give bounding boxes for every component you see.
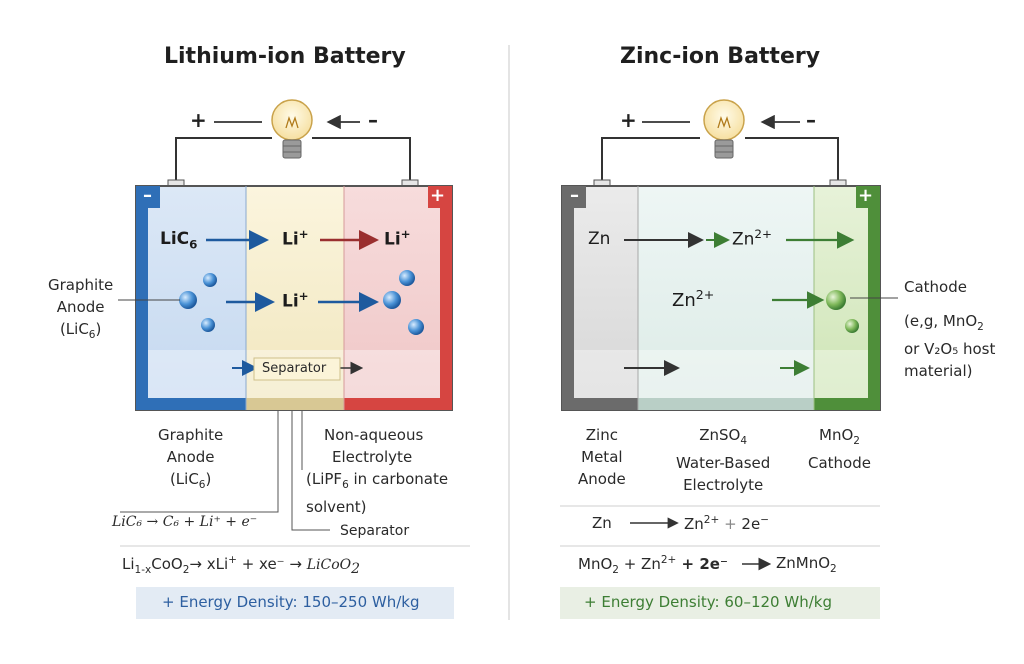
li-separator-callout: Separator [340, 523, 410, 539]
zn-cathode-reaction: MnO2 + Zn2+ + 2e⁻ [578, 554, 728, 576]
zn-anode-reaction-a: Zn [592, 514, 612, 532]
zn-anode-caption: Zinc Metal Anode [578, 426, 626, 488]
zn-ion-zn2-b: Zn2+ [672, 287, 715, 311]
zn-cathode-product: ZnMnO2 [776, 554, 837, 575]
li-electrolyte-caption: Non-aqueous Electrolyte (LiPF6 in carbon… [306, 426, 449, 516]
bubble-icon [826, 290, 846, 310]
li-separator-label: Separator [262, 361, 327, 376]
li-separator-label-box [253, 357, 341, 381]
zn-minus-sign: – [806, 108, 816, 132]
li-plus-sign: + [190, 108, 207, 132]
li-title: Lithium-ion Battery [164, 44, 406, 69]
li-cathode-reaction: Li1-xCoO2→ xLi+ + xe⁻ → LiCoO2 [122, 554, 361, 577]
li-minus-sign: – [368, 108, 378, 132]
zn-ion-zn: Zn [588, 229, 611, 249]
zn-side-label-title: Cathode [904, 278, 967, 296]
bubble-icon [201, 318, 215, 332]
li-anode-caption: Graphite Anode (LiC6) [158, 426, 224, 491]
zn-plus-sign: + [620, 108, 637, 132]
zn-wire [601, 137, 839, 182]
zn-title: Zinc-ion Battery [620, 44, 821, 69]
bubble-icon [383, 291, 401, 309]
li-pos-terminal-label: + [430, 185, 446, 206]
li-energy-density: + Energy Density: 150–250 Wh/kg [162, 593, 420, 611]
li-ion-li-3: Li+ [282, 289, 309, 312]
li-ion-li-1: Li+ [282, 227, 309, 250]
bubble-icon [179, 291, 197, 309]
li-energy-density-box [136, 587, 454, 619]
li-wire [175, 137, 411, 182]
li-side-label: Graphite Anode (LiC6) [48, 276, 114, 341]
li-ion-lic6: LiC6 [160, 229, 198, 252]
lightbulb-icon [271, 99, 313, 159]
lightbulb-icon [703, 99, 745, 159]
bubble-icon [203, 273, 217, 287]
li-neg-terminal-label: – [143, 185, 152, 206]
zn-cathode-caption: MnO2 Cathode [808, 426, 871, 472]
zn-anode-reaction-b: Zn2+ + 2e− [684, 514, 770, 533]
li-callout-lines [120, 410, 330, 531]
li-ion-li-2: Li+ [384, 227, 411, 250]
zn-electrolyte-caption: ZnSO4 Water-Based Electrolyte [676, 426, 771, 494]
zn-pos-terminal-label: + [858, 185, 874, 206]
li-battery-diagram [118, 99, 470, 619]
zn-energy-density-box [560, 587, 880, 619]
zn-anode-region [562, 186, 638, 410]
zn-ion-zn2-a: Zn2+ [732, 227, 772, 250]
zn-neg-terminal-label: – [570, 185, 579, 206]
bubble-icon [399, 270, 415, 286]
li-anode-reaction: LiC₆ → C₆ + Li⁺ + e⁻ [112, 514, 258, 530]
zn-side-label-detail: (e,g, MnO2 or V₂O₅ host material) [904, 312, 996, 380]
zn-energy-density: + Energy Density: 60–120 Wh/kg [584, 593, 832, 611]
bubble-icon [845, 319, 859, 333]
bubble-icon [408, 319, 424, 335]
zn-battery-diagram [560, 99, 898, 619]
